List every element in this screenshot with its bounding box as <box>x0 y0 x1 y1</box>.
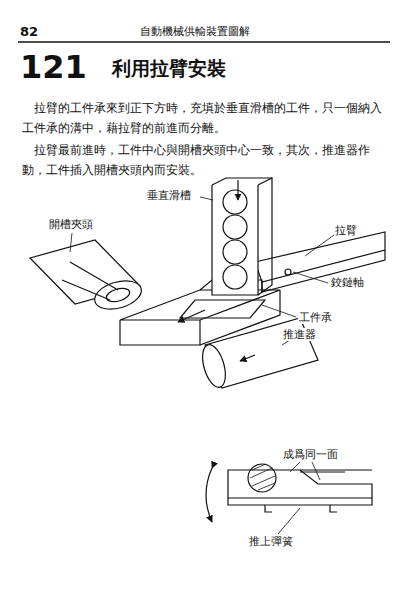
section-number: 121 <box>20 48 87 86</box>
vertical-chute <box>178 178 272 322</box>
page-number: 82 <box>20 24 38 40</box>
header-rule <box>18 41 390 43</box>
part-label: 推上彈簧 <box>248 535 294 548</box>
part-label: 開槽夾頭 <box>48 218 94 231</box>
detail-view <box>206 464 372 522</box>
part-label: 成爲同一面 <box>282 448 339 461</box>
running-header: 自動機械供輸裝置圖解 <box>140 25 250 38</box>
part-label: 拉臂 <box>334 224 358 237</box>
part-label: 推進器 <box>282 328 317 341</box>
part-label: 工件承 <box>298 311 333 324</box>
paragraph: 拉臂最前進時，工件中心與開槽夾頭中心一致，其次，推進器作動，工件插入開槽夾頭內而… <box>22 140 384 180</box>
pusher <box>198 318 318 390</box>
part-label: 垂直滑槽 <box>146 189 192 202</box>
part-label: 鉸鏈軸 <box>330 276 365 289</box>
title: 利用拉臂安裝 <box>112 57 226 80</box>
paragraph: 拉臂的工件承來到正下方時，充填於垂直滑槽的工件，只一個納入工件承的溝中，藉拉臂的… <box>22 98 384 138</box>
leader-lines <box>70 197 334 534</box>
slotted-collet <box>30 240 145 314</box>
